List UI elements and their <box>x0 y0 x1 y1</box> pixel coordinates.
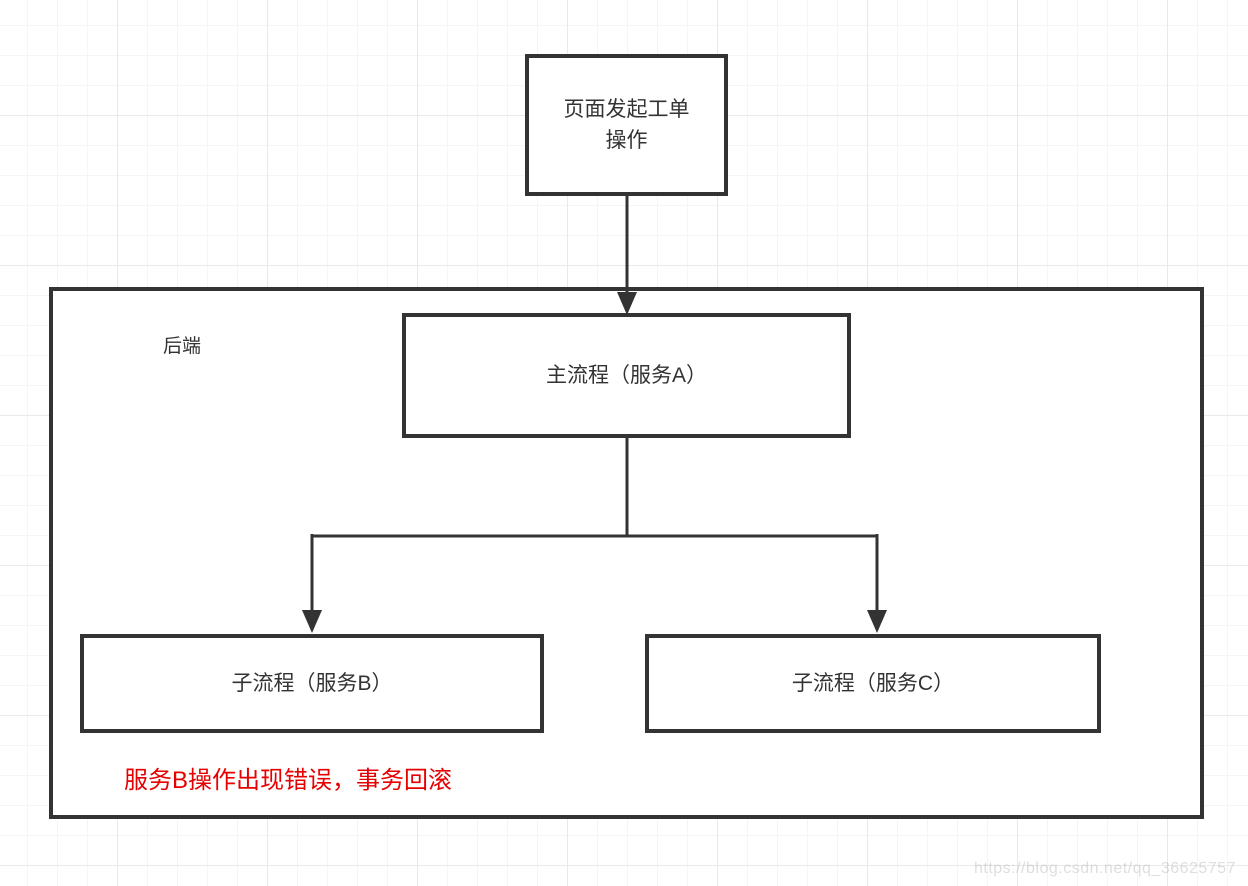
node-start-page-work-order: 页面发起工单 操作 <box>525 54 728 196</box>
node-sub-process-service-b: 子流程（服务B） <box>80 634 544 733</box>
error-annotation: 服务B操作出现错误，事务回滚 <box>124 767 453 794</box>
backend-group-label: 后端 <box>163 336 202 357</box>
node-main-process-service-a: 主流程（服务A） <box>402 313 851 438</box>
node-sub-process-service-c: 子流程（服务C） <box>645 634 1101 733</box>
csdn-watermark: https://blog.csdn.net/qq_36625757 <box>973 860 1236 877</box>
